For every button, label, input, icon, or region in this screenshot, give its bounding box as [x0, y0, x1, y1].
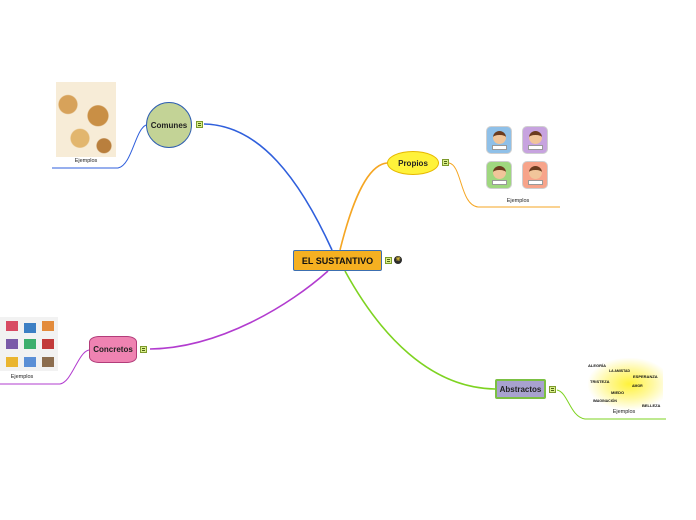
abstract-word: BELLEZA [642, 403, 661, 408]
note-icon[interactable] [442, 159, 449, 166]
globe-icon[interactable]: ❋ [394, 256, 402, 264]
concretos-caption: Ejemplos [10, 374, 34, 380]
propios-example-kid-4 [522, 161, 548, 189]
topic-concretos[interactable]: Concretos [89, 336, 137, 363]
note-icon[interactable] [196, 121, 203, 128]
topic-propios[interactable]: Propios [387, 151, 439, 175]
branch-line-abstractos [344, 270, 496, 390]
abstract-word: IMAGINACIÓN [593, 399, 617, 403]
note-icon[interactable] [140, 346, 147, 353]
abstract-word: LA AMISTAD [609, 369, 631, 373]
note-icon[interactable] [385, 257, 392, 264]
note-icon[interactable] [549, 386, 556, 393]
abstract-word: AMOR [632, 384, 643, 388]
sub-line-propios [448, 162, 560, 208]
comunes-example-image [56, 82, 116, 157]
topic-abstractos[interactable]: Abstractos [495, 379, 546, 399]
central-topic[interactable]: EL SUSTANTIVO [293, 250, 382, 271]
propios-example-kid-3 [486, 161, 512, 189]
abstract-word: ALEGRÍA [588, 363, 606, 368]
abstract-word: MIEDO [611, 390, 625, 395]
propios-example-kid-2 [522, 126, 548, 154]
abstractos-example-image [588, 358, 663, 410]
abstract-word: TRISTEZA [590, 379, 610, 384]
propios-caption: Ejemplos [506, 198, 530, 204]
branch-line-propios [339, 162, 388, 251]
propios-example-kid-1 [486, 126, 512, 154]
branch-line-concretos [149, 270, 329, 350]
sub-line-concretos [0, 349, 90, 385]
abstractos-caption: Ejemplos [612, 409, 636, 415]
sub-line-comunes [52, 124, 147, 169]
abstract-word: ESPERANZA [633, 374, 658, 379]
branch-line-comunes [203, 123, 333, 251]
sub-line-abstractos [556, 389, 666, 420]
topic-comunes[interactable]: Comunes [146, 102, 192, 148]
comunes-caption: Ejemplos [74, 158, 98, 164]
concretos-example-image [0, 317, 58, 371]
